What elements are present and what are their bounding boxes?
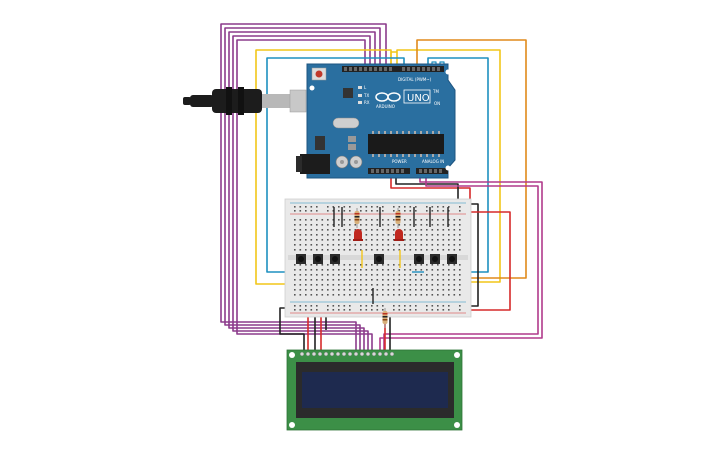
arduino-model: UNO: [407, 93, 430, 104]
lcd-screen: [302, 372, 448, 408]
wire-yellow-top[interactable]: [390, 51, 397, 68]
arduino-brand: ARDUINO: [376, 104, 395, 109]
wire-black-lcd-gnd[interactable]: [279, 307, 305, 350]
resistor-3[interactable]: [382, 308, 388, 328]
power-label: POWER: [392, 159, 407, 164]
breadboard-jumpers: [333, 207, 449, 304]
crystal-oscillator: [332, 117, 360, 129]
wire-purple-5[interactable]: [236, 39, 373, 350]
pushbuttons[interactable]: [296, 254, 457, 264]
l-led-label: L: [364, 85, 367, 90]
pushbutton-2[interactable]: [313, 254, 323, 264]
pushbutton-3[interactable]: [330, 254, 340, 264]
on-label: ON: [434, 101, 440, 106]
digital-label: DIGITAL (PWM~): [398, 77, 432, 82]
pushbutton-5[interactable]: [414, 254, 424, 264]
pushbutton-1[interactable]: [296, 254, 306, 264]
arduino-uno-board[interactable]: DIGITAL (PWM~) ARDUINO UNO TM L TX RX ON: [296, 63, 456, 179]
wire-magenta-1[interactable]: [379, 172, 543, 350]
rx-label: RX: [364, 100, 370, 105]
led-red-1[interactable]: [353, 229, 363, 241]
wire-purple-2[interactable]: [224, 27, 381, 350]
resistor-1[interactable]: [354, 208, 360, 228]
arduino-logo-icon: [375, 92, 401, 102]
atmega-chip: [368, 134, 444, 154]
led-red-2[interactable]: [394, 229, 404, 241]
breadboard-holes[interactable]: [294, 206, 461, 311]
wire-purple-1[interactable]: [220, 23, 387, 350]
resistor-2[interactable]: [395, 208, 401, 228]
lcd-pin-header[interactable]: [300, 352, 395, 357]
lcd-16x2-module[interactable]: [286, 349, 463, 431]
digital-header[interactable]: [342, 66, 444, 72]
wire-red-right[interactable]: [458, 211, 511, 311]
pushbutton-4[interactable]: [374, 254, 384, 264]
pushbutton-7[interactable]: [447, 254, 457, 264]
power-jack[interactable]: [300, 154, 330, 174]
wire-magenta-2[interactable]: [383, 172, 539, 350]
usb-cable[interactable]: [183, 87, 307, 115]
analog-in-label: ANALOG IN: [422, 159, 444, 164]
pushbutton-6[interactable]: [430, 254, 440, 264]
tx-label: TX: [363, 93, 369, 98]
tm-label: TM: [432, 89, 439, 94]
